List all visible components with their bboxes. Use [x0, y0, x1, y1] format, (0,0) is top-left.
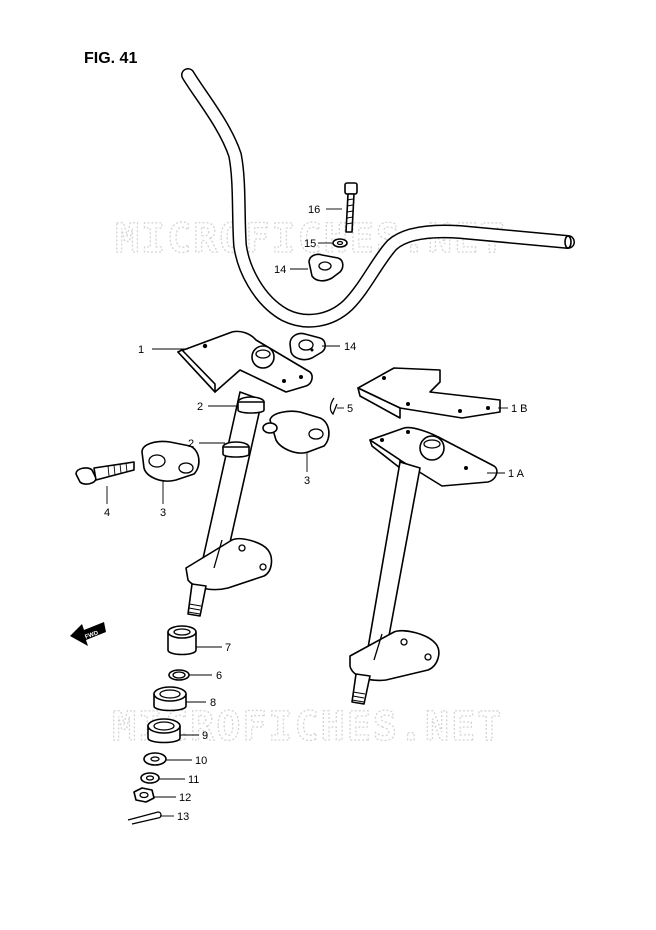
- callout-14-upper: 14: [274, 264, 286, 276]
- washer-15: [332, 238, 348, 248]
- watermark-top: MICROFICHES.NET: [115, 216, 506, 262]
- leader-lines: [106, 208, 508, 817]
- cotter-pin-13: [127, 811, 162, 825]
- fwd-arrow-icon: FWD: [70, 622, 106, 646]
- callout-5: 5: [347, 403, 353, 415]
- seal-8: [153, 686, 187, 712]
- callout-7: 7: [225, 642, 231, 654]
- callout-13: 13: [177, 811, 189, 823]
- washer-11: [140, 772, 160, 784]
- callout-14-lower: 14: [344, 341, 356, 353]
- callout-2-lower: 2: [188, 438, 194, 450]
- callout-3-left: 3: [160, 507, 166, 519]
- steering-shaft-main: [177, 330, 313, 617]
- lower-clamp-14: [289, 332, 326, 361]
- callout-1a: 1 A: [508, 468, 525, 480]
- bracket-1b: [357, 367, 501, 419]
- callout-1: 1: [138, 344, 144, 356]
- cotter-pin-5: [329, 397, 338, 416]
- nut-12: [133, 787, 155, 803]
- bearing-9: [147, 718, 181, 744]
- callout-1b: 1 B: [511, 403, 528, 415]
- callout-10: 10: [195, 755, 207, 767]
- callout-2-upper: 2: [197, 401, 203, 413]
- callout-15: 15: [304, 238, 316, 250]
- bushing-7: [167, 625, 197, 656]
- washer-6: [168, 669, 190, 681]
- callout-8: 8: [210, 697, 216, 709]
- callout-4: 4: [104, 507, 110, 519]
- callout-9: 9: [202, 730, 208, 742]
- callout-3-center: 3: [304, 475, 310, 487]
- callout-16: 16: [308, 204, 320, 216]
- bolt-16: [344, 182, 358, 233]
- callout-11: 11: [188, 774, 199, 786]
- bolt-4: [75, 461, 135, 485]
- steering-shaft-1a: [349, 426, 498, 705]
- upper-clamp-14: [308, 253, 344, 282]
- holder-3-center: [262, 410, 330, 454]
- handlebar: [181, 68, 575, 328]
- figure-title: FIG. 41: [84, 50, 137, 67]
- fwd-label: FWD: [84, 630, 100, 641]
- holder-3-left: [141, 440, 200, 482]
- washer-10: [143, 752, 167, 766]
- callout-12: 12: [179, 792, 191, 804]
- callout-6: 6: [216, 670, 222, 682]
